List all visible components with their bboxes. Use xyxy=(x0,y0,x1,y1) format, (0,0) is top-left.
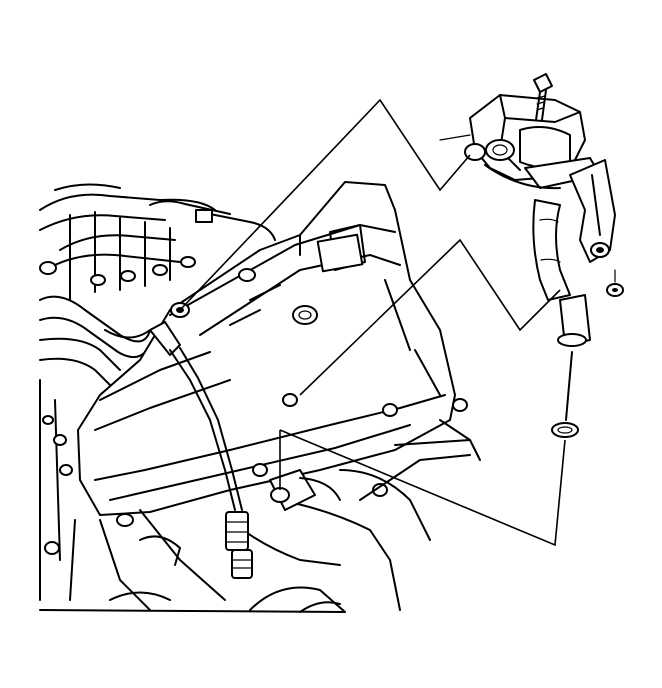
mounting-bracket-icon xyxy=(569,159,616,263)
callout-leader-lines xyxy=(179,98,566,547)
engine-icon xyxy=(39,181,481,613)
bolt-icon xyxy=(533,73,553,121)
cover-bolts xyxy=(116,268,468,527)
hose-clamp-icon xyxy=(551,351,579,438)
sensor-assembly xyxy=(149,321,253,579)
hose-icon xyxy=(532,199,591,347)
lower-block xyxy=(39,379,481,613)
nut-icon xyxy=(606,269,624,297)
air-injection-port xyxy=(269,469,341,511)
valve-cover xyxy=(77,181,456,516)
intake-manifold-runners xyxy=(39,183,276,359)
